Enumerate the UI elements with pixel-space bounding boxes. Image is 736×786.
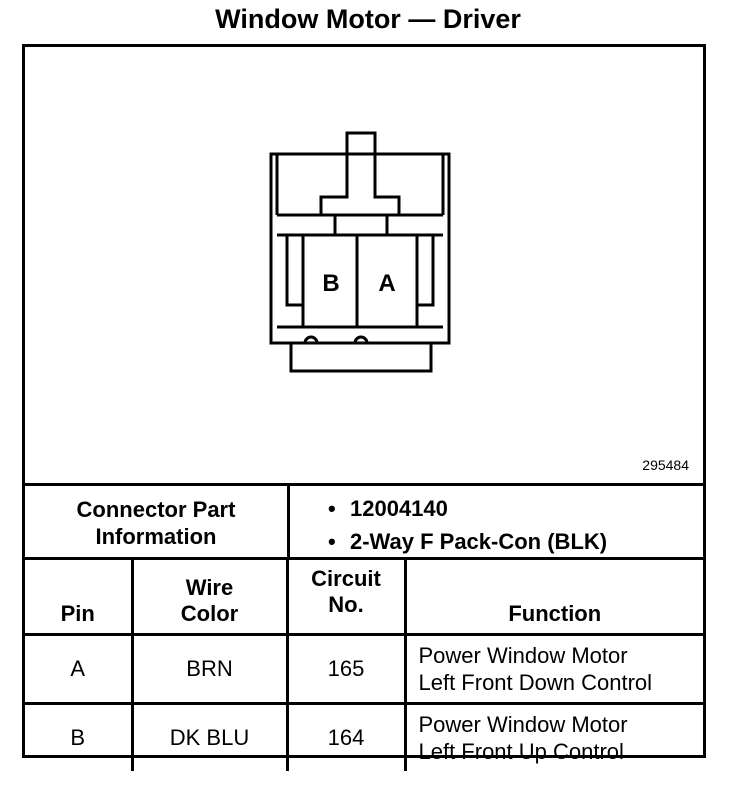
circuit-cell: 164: [285, 702, 405, 771]
connector-part-number: • 12004140: [328, 492, 703, 525]
page-title: Window Motor — Driver: [215, 4, 521, 34]
part-number-text: 12004140: [350, 496, 448, 521]
connector-info-label-line2: Information: [95, 524, 217, 549]
connector-info-values: • 12004140 • 2-Way F Pack-Con (BLK): [287, 486, 703, 560]
cavity-label-b: B: [322, 270, 339, 297]
header-function: Function: [403, 557, 703, 635]
connector-type: • 2-Way F Pack-Con (BLK): [328, 525, 703, 558]
pin-cell: A: [25, 633, 132, 704]
header-pin: Pin: [25, 557, 132, 635]
wire-color-cell: BRN: [130, 633, 287, 704]
connector-info-row: Connector Part Information • 12004140 • 2-…: [25, 483, 703, 560]
bullet: •: [328, 529, 336, 554]
connector-housing-outline: [269, 152, 451, 345]
reference-number: 295484: [642, 457, 689, 473]
connector-diagram: B A 295484: [25, 47, 703, 483]
connector-info-label-line1: Connector Part: [76, 497, 236, 522]
connector-base: [289, 341, 433, 373]
pin-cell: B: [25, 702, 132, 771]
locking-tab: [345, 131, 377, 154]
bullet: •: [328, 496, 336, 521]
connector-type-text: 2-Way F Pack-Con (BLK): [350, 529, 608, 554]
connector-drawing: B A: [269, 131, 451, 373]
circuit-cell: 165: [285, 633, 405, 704]
cavity-label-a: A: [378, 270, 395, 297]
connector-info-label: Connector Part Information: [25, 486, 287, 560]
wire-color-cell: DK BLU: [130, 702, 287, 771]
connector-frame: B A 295484 Connector Part Information • 1…: [22, 44, 706, 771]
